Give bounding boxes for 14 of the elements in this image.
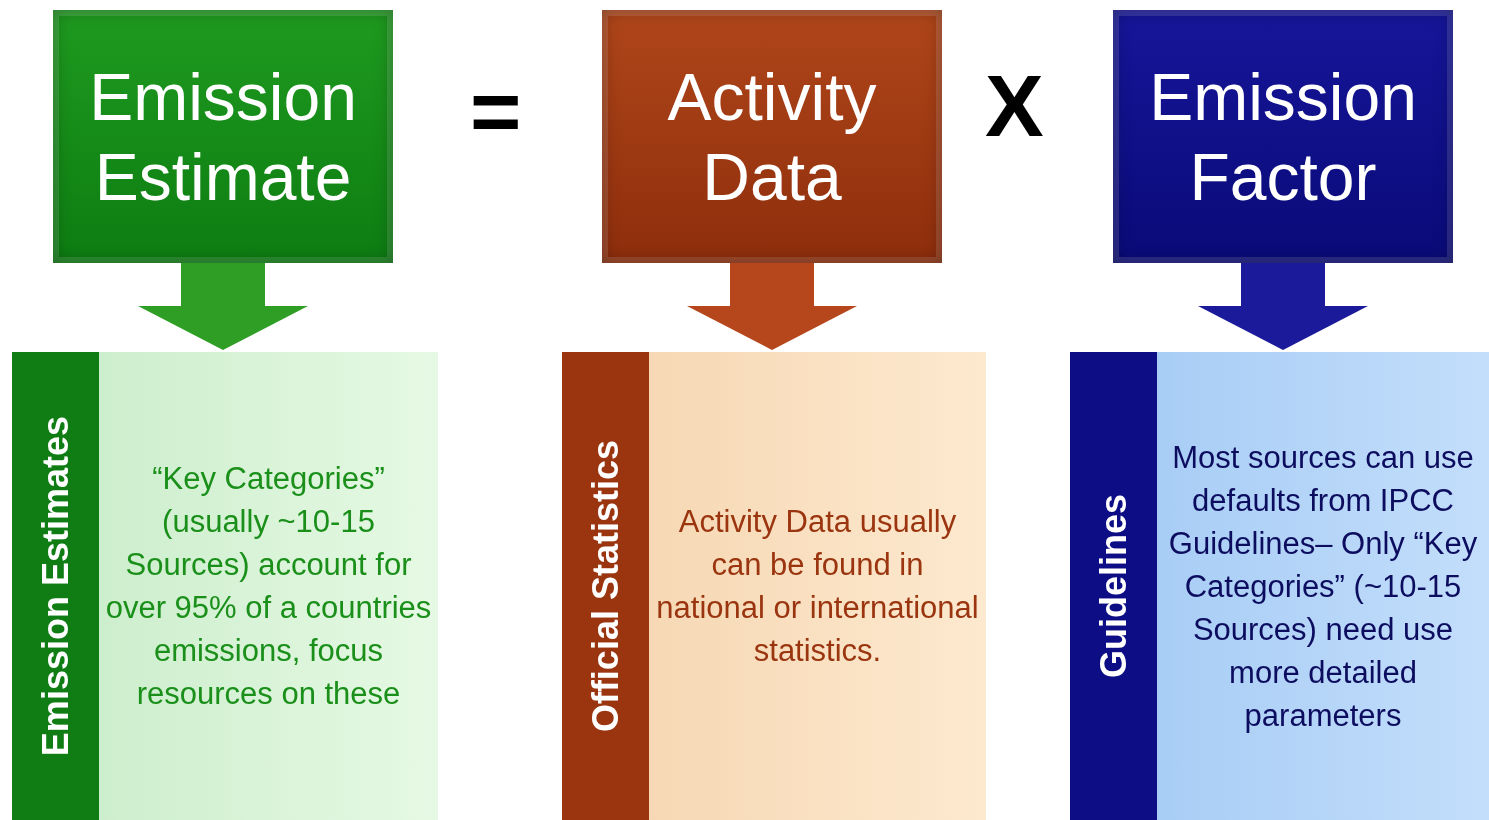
band-heading: Emission Estimates bbox=[34, 415, 77, 757]
description-panel: Most sources can use defaults from IPCC Guidelines– Only “Key Categories” (~10-15 Sources) need use more detailed parameters bbox=[1157, 352, 1489, 820]
description-panel: “Key Categories” (usually ~10-15 Sources) account for over 95% of a countries emissions, focus resources on these bbox=[99, 352, 438, 820]
operator-sign: X bbox=[985, 55, 1044, 157]
band-heading: Guidelines bbox=[1092, 493, 1135, 678]
description-panel: Activity Data usually can be found in national or international statistics. bbox=[649, 352, 986, 820]
factor-box: Emission Factor bbox=[1113, 10, 1453, 263]
operator-sign: = bbox=[470, 60, 522, 162]
band-heading: Official Statistics bbox=[584, 439, 627, 733]
block-arrow bbox=[1198, 263, 1368, 350]
factor-box: Emission Estimate bbox=[53, 10, 393, 263]
block-arrow bbox=[138, 263, 308, 350]
factor-box: Activity Data bbox=[602, 10, 942, 263]
block-arrow bbox=[687, 263, 857, 350]
